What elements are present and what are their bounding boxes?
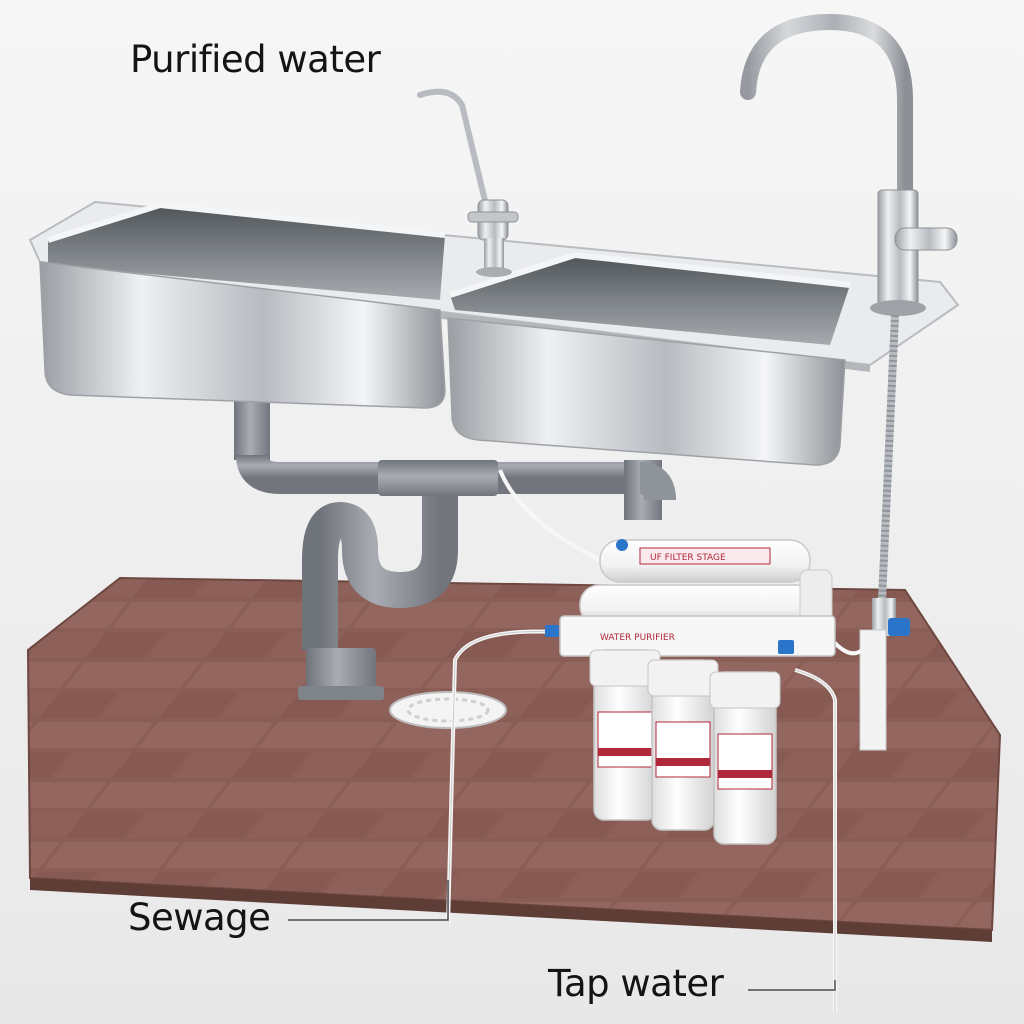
braided-hose bbox=[859, 314, 910, 751]
drain-pipes bbox=[234, 400, 676, 700]
kitchen-faucet bbox=[740, 13, 958, 316]
tubing-outline bbox=[447, 631, 836, 1012]
right-sink bbox=[447, 251, 851, 466]
floor-drain bbox=[389, 691, 507, 729]
left-sink bbox=[39, 201, 446, 409]
water-filter-unit: UF FILTER STAGE WATER PURIFIER bbox=[545, 539, 836, 845]
purified-water-faucet bbox=[417, 88, 519, 277]
sewage-label: Sewage bbox=[128, 896, 271, 939]
tap-water-label: Tap water bbox=[548, 962, 724, 1005]
svg-text:UF FILTER STAGE: UF FILTER STAGE bbox=[650, 553, 726, 563]
leader-lines bbox=[288, 880, 836, 991]
svg-text:WATER PURIFIER: WATER PURIFIER bbox=[600, 633, 675, 643]
purified-water-label: Purified water bbox=[130, 38, 381, 81]
